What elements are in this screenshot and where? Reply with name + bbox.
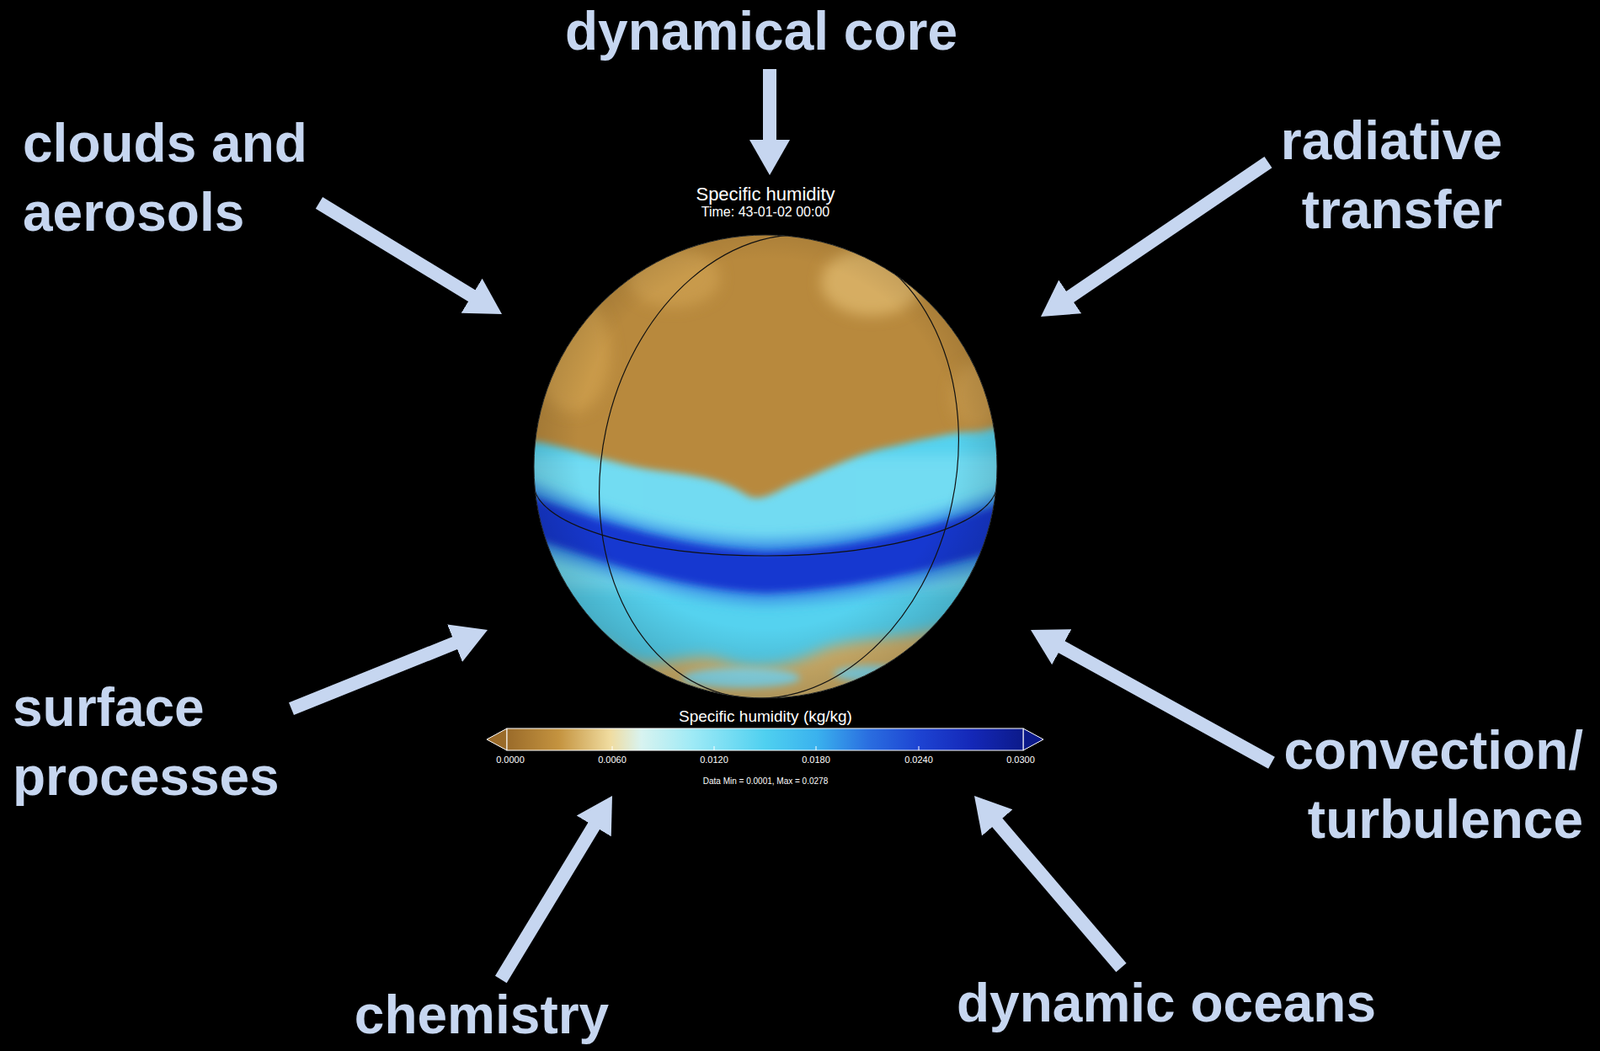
colorbar-tick: 0.0120 — [699, 754, 729, 765]
component-label: convection/ turbulence — [1280, 715, 1584, 854]
colorbar-tick: 0.0060 — [597, 754, 627, 765]
influence-arrow — [319, 202, 480, 301]
colorbar-tick: 0.0240 — [904, 754, 934, 765]
component-label: clouds and aerosols — [22, 108, 311, 247]
map-timestamp: Time: 43-01-02 00:00 — [533, 204, 998, 220]
component-label: dynamic oceans — [954, 976, 1378, 1030]
influence-arrow — [501, 817, 600, 980]
component-name: chemistry — [354, 984, 609, 1046]
component-name: surface processes — [12, 677, 280, 807]
component-label: chemistry — [352, 987, 612, 1042]
map-title: Specific humidity — [533, 183, 998, 205]
component-label: dynamical core — [563, 1, 960, 61]
influence-arrow — [1052, 641, 1272, 763]
humidity-map — [522, 200, 1011, 732]
colorbar-tick: 0.0180 — [801, 754, 831, 765]
globe-shape — [533, 237, 998, 701]
component-name: convection/ turbulence — [1283, 720, 1584, 850]
colorbar-title: Specific humidity (kg/kg) — [678, 708, 853, 726]
globe-outline — [533, 234, 998, 699]
influence-arrow — [990, 815, 1121, 968]
globe-node: Specific humidityTime: 43-01-02 00:00 — [533, 183, 998, 701]
component-label: surface processes — [12, 672, 283, 811]
component-name: radiative transfer — [1280, 110, 1503, 240]
colorbar-tick: 0.0000 — [496, 754, 525, 765]
component-name: clouds and aerosols — [22, 112, 308, 243]
colorbar-tick: 0.0300 — [1006, 754, 1035, 765]
colorbar — [486, 728, 1044, 751]
influence-arrow — [762, 69, 777, 150]
component-name: dynamic oceans — [956, 972, 1376, 1034]
influence-arrow — [291, 639, 464, 709]
component-name: dynamical core — [565, 0, 958, 62]
influence-arrow — [1061, 162, 1269, 304]
component-label: radiative transfer — [1276, 106, 1503, 245]
data-range-note: Data Min = 0.0001, Max = 0.0278 — [703, 776, 828, 786]
